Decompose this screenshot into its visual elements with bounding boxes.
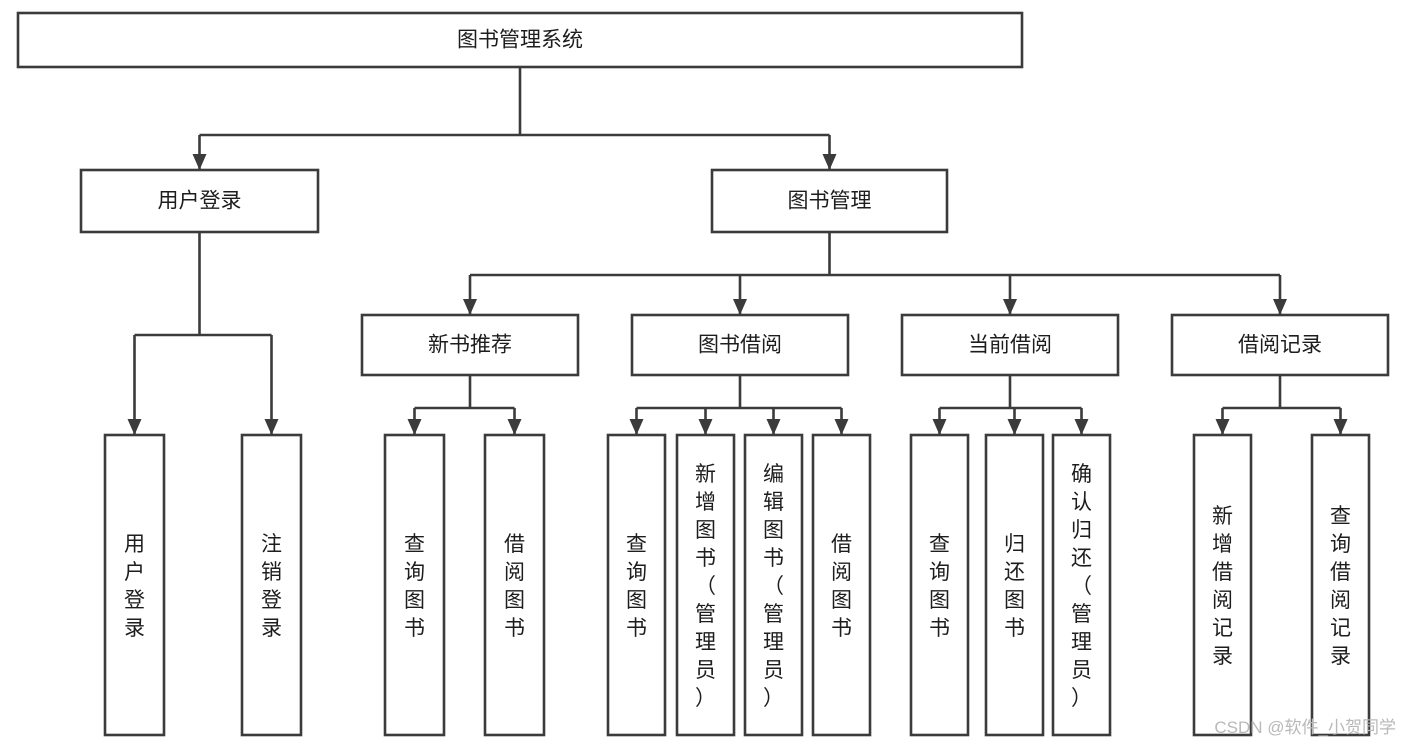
node-leaf-query-book-borrow-box[interactable] (606, 433, 667, 737)
arrow-head-icon (698, 419, 713, 435)
node-leaf-edit-book-admin[interactable]: 编辑图书（管理员） (743, 433, 804, 737)
node-leaf-query-book-recommend-box[interactable] (383, 433, 446, 737)
arrow-head-icon (1215, 419, 1230, 435)
arrow-head-icon (822, 154, 837, 170)
node-leaf-query-book-current-box[interactable] (909, 433, 970, 737)
arrow-head-icon (733, 299, 747, 315)
node-current-borrow[interactable]: 当前借阅 (900, 313, 1120, 377)
arrow-head-icon (1007, 419, 1022, 435)
node-borrow-record-label: 借阅记录 (1238, 334, 1322, 357)
node-leaf-return-book-label: 归还图书 (1004, 533, 1025, 640)
arrow-head-icon (1273, 299, 1287, 315)
node-leaf-logout[interactable]: 注销登录 (240, 433, 303, 737)
node-leaf-return-book[interactable]: 归还图书 (984, 433, 1045, 737)
node-leaf-query-borrow-record-label: 查询借阅记录 (1330, 505, 1351, 668)
node-borrow-record-box[interactable] (1170, 313, 1390, 377)
node-leaf-query-book-borrow-label: 查询图书 (626, 533, 647, 640)
arrow-head-icon (1003, 299, 1017, 315)
node-leaf-borrow-book[interactable]: 借阅图书 (811, 433, 872, 737)
node-leaf-confirm-return-admin[interactable]: 确认归还（管理员） (1051, 433, 1112, 737)
node-current-borrow-box[interactable] (900, 313, 1120, 377)
node-leaf-logout-box[interactable] (240, 433, 303, 737)
node-new-book-recommend-box[interactable] (360, 313, 580, 377)
node-book-management-box[interactable] (710, 168, 949, 234)
node-leaf-query-book-borrow[interactable]: 查询图书 (606, 433, 667, 737)
node-leaf-query-borrow-record[interactable]: 查询借阅记录 (1310, 433, 1371, 737)
node-leaf-add-borrow-record[interactable]: 新增借阅记录 (1192, 433, 1253, 737)
arrow-head-icon (507, 419, 522, 435)
node-root-system-box[interactable] (16, 11, 1024, 69)
node-leaf-borrow-book-box[interactable] (811, 433, 872, 737)
node-leaf-edit-book-admin-label: 编辑图书（管理员） (763, 463, 784, 710)
node-root-system-label: 图书管理系统 (457, 29, 583, 52)
node-new-book-recommend[interactable]: 新书推荐 (360, 313, 580, 377)
node-book-borrow-label: 图书借阅 (698, 334, 782, 357)
node-leaf-user-login-label: 用户登录 (124, 533, 145, 640)
node-leaf-query-book-recommend-label: 查询图书 (404, 533, 425, 640)
node-book-management-label: 图书管理 (788, 190, 872, 213)
node-root-system[interactable]: 图书管理系统 (16, 11, 1024, 69)
node-layer: 图书管理系统用户登录图书管理新书推荐图书借阅当前借阅借阅记录用户登录注销登录查询… (16, 11, 1390, 737)
node-leaf-borrow-book-recommend-label: 借阅图书 (504, 533, 525, 640)
node-leaf-query-borrow-record-box[interactable] (1310, 433, 1371, 737)
node-leaf-query-book-recommend[interactable]: 查询图书 (383, 433, 446, 737)
node-borrow-record[interactable]: 借阅记录 (1170, 313, 1390, 377)
node-leaf-logout-label: 注销登录 (261, 533, 282, 640)
node-user-login-box[interactable] (79, 168, 320, 234)
arrow-head-icon (463, 299, 477, 315)
arrow-head-icon (766, 419, 781, 435)
node-leaf-confirm-return-admin-box[interactable] (1051, 433, 1112, 737)
node-book-borrow-box[interactable] (630, 313, 850, 377)
node-leaf-return-book-box[interactable] (984, 433, 1045, 737)
arrow-head-icon (932, 419, 947, 435)
node-new-book-recommend-label: 新书推荐 (428, 334, 512, 357)
arrow-head-icon (1333, 419, 1348, 435)
arrow-head-icon (127, 419, 142, 435)
node-leaf-borrow-book-label: 借阅图书 (831, 533, 852, 640)
node-current-borrow-label: 当前借阅 (968, 334, 1052, 357)
arrow-head-icon (264, 419, 279, 435)
node-leaf-add-book-admin-label: 新增图书（管理员） (695, 463, 716, 710)
node-user-login[interactable]: 用户登录 (79, 168, 320, 234)
arrow-head-icon (192, 154, 207, 170)
node-leaf-add-book-admin-box[interactable] (675, 433, 736, 737)
arrow-head-icon (834, 419, 849, 435)
node-leaf-user-login[interactable]: 用户登录 (103, 433, 166, 737)
node-user-login-label: 用户登录 (158, 190, 242, 213)
node-leaf-add-book-admin[interactable]: 新增图书（管理员） (675, 433, 736, 737)
arrow-head-icon (1074, 419, 1089, 435)
node-leaf-borrow-book-recommend-box[interactable] (483, 433, 546, 737)
arrow-head-icon (629, 419, 644, 435)
node-leaf-query-book-current-label: 查询图书 (929, 533, 950, 640)
node-leaf-borrow-book-recommend[interactable]: 借阅图书 (483, 433, 546, 737)
node-leaf-confirm-return-admin-label: 确认归还（管理员） (1071, 463, 1092, 710)
node-leaf-user-login-box[interactable] (103, 433, 166, 737)
arrow-head-icon (407, 419, 422, 435)
csdn-watermark: CSDN @软件_小贺同学 (1214, 718, 1396, 737)
node-leaf-add-borrow-record-box[interactable] (1192, 433, 1253, 737)
node-leaf-query-book-current[interactable]: 查询图书 (909, 433, 970, 737)
connector-layer (127, 67, 1348, 435)
node-leaf-edit-book-admin-box[interactable] (743, 433, 804, 737)
node-leaf-add-borrow-record-label: 新增借阅记录 (1212, 505, 1233, 668)
node-book-borrow[interactable]: 图书借阅 (630, 313, 850, 377)
node-book-management[interactable]: 图书管理 (710, 168, 949, 234)
